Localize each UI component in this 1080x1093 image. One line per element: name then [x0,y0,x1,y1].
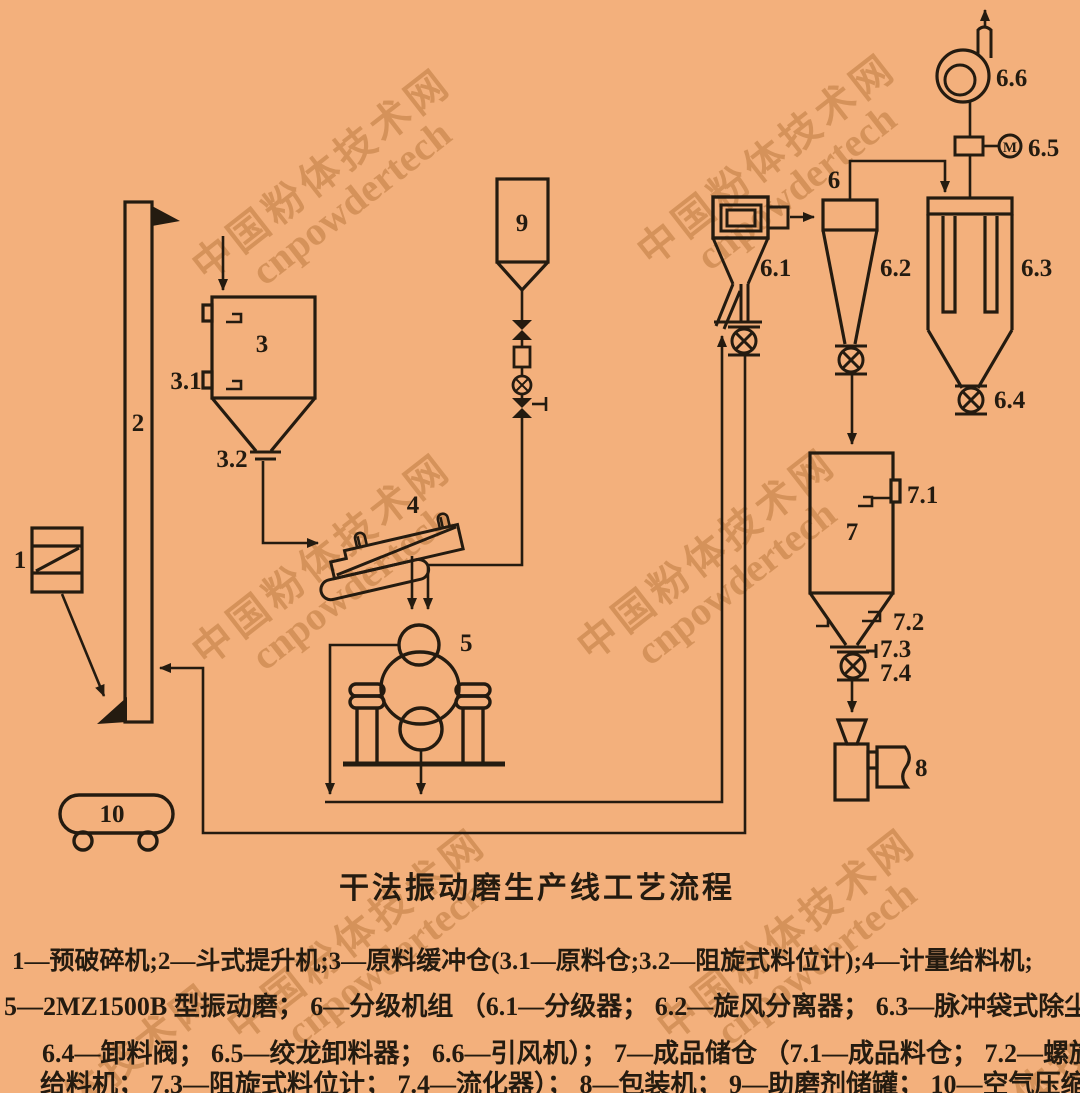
product-silo [808,451,902,682]
label-6-6: 6.6 [996,65,1027,92]
label-6: 6 [828,167,841,194]
label-3-1: 3.1 [170,368,201,395]
pipe-crusher-to-elevator [60,593,106,697]
packer-bag [875,745,911,789]
mill-spring-left [348,682,386,763]
hopper-level-sensor-upper [226,312,243,324]
classifier [711,195,790,357]
bucket-elevator [97,200,180,724]
screw-discharger [953,133,1023,159]
label-3-2: 3.2 [216,446,247,473]
filter-bag-left [941,216,957,314]
mill-spring-right [454,682,492,763]
cyclone-separator [821,198,879,376]
metering-feeder [319,511,465,602]
label-2: 2 [132,410,145,437]
pipe-mill-left-loop [325,643,399,795]
label-1: 1 [14,547,27,574]
hopper-level-sensor-lower [226,379,243,391]
legend-line-3: 6.4—卸料阀； 6.5—绞龙卸料器； 6.6—引风机）； 7—成品储仓 （7.… [42,1039,1080,1068]
pipe-hopper-to-feeder [261,461,319,548]
hopper-level-port-upper [201,303,214,323]
elevator-bottom-spout [97,697,127,724]
pipe-product-riser [325,335,727,804]
motor-label: M [1003,140,1017,156]
motor-symbol [997,133,1023,159]
label-7-3: 7.3 [880,636,911,663]
label-4: 4 [407,492,420,519]
label-7-2: 7.2 [893,609,924,636]
flow-meter [512,345,532,369]
rotary-level-indicator-3-2 [250,450,281,461]
label-5: 5 [460,630,473,657]
legend-line-4: 给料机； 7.3—阻旋式料位计； 7.4—流化器）； 8—包装机； 9—助磨剂储… [40,1070,1080,1093]
classifier-outlet-stub [766,205,790,230]
diagram-title: 干法振动磨生产线工艺流程 [339,872,735,905]
legend-line-1: 1—预破碎机;2—斗式提升机;3—原料缓冲仓(3.1—原料仓;3.2—阻旋式料位… [12,948,1033,975]
label-8: 8 [915,755,928,782]
label-6-4: 6.4 [994,387,1026,414]
label-9: 9 [516,210,529,237]
cyclone-rotary-valve [833,344,869,376]
pipe-cyclone-vent [848,159,950,199]
filter-rotary-valve [953,384,989,416]
pipe-grinding-aid [423,418,524,610]
control-valve-stem [532,397,548,411]
vibration-mill [343,623,505,767]
equipment-labels: 1 2 3 3.1 3.2 4 5 6 6.1 6.2 6.3 6.4 6.5 … [14,65,1060,828]
cone-fitting-left [816,619,830,628]
packing-machine [833,718,911,802]
silo-level-port [889,478,902,504]
silo-rotary-valve [835,650,871,682]
label-6-1: 6.1 [760,255,791,282]
shutoff-valve [510,318,534,342]
cone-fitting-right [862,610,882,623]
grinding-aid-tank [495,177,550,420]
label-6-2: 6.2 [880,255,911,282]
label-3: 3 [256,331,269,358]
flow-lines [60,9,999,835]
label-7: 7 [846,519,859,546]
label-6-5: 6.5 [1028,135,1059,162]
filter-bag-right [983,216,999,314]
classifier-rotary-valve [726,325,762,357]
legend-line-2: 5—2MZ1500B 型振动磨； 6—分级机组 （6.1—分级器； 6.2—旋风… [4,992,1080,1021]
air-compressor [58,793,175,852]
watermark-top-left: 中国粉体技术网 cnpowdertech [184,60,460,294]
pipe-coarse-return [159,356,747,835]
sight-glass [511,374,533,396]
label-10: 10 [100,801,125,828]
watermark-mid-right: 中国粉体技术网 cnpowdertech [569,440,845,674]
label-7-1: 7.1 [907,482,938,509]
label-6-3: 6.3 [1021,255,1052,282]
control-valve [510,396,534,420]
hopper-level-port-lower [201,370,214,390]
bag-filter [926,196,1014,416]
silo-level-sensor [858,495,874,508]
buffer-hopper [201,295,317,461]
label-7-4: 7.4 [880,660,912,687]
induced-draft-fan [935,25,993,104]
elevator-top-spout [152,206,180,226]
pre-crusher [30,526,84,594]
